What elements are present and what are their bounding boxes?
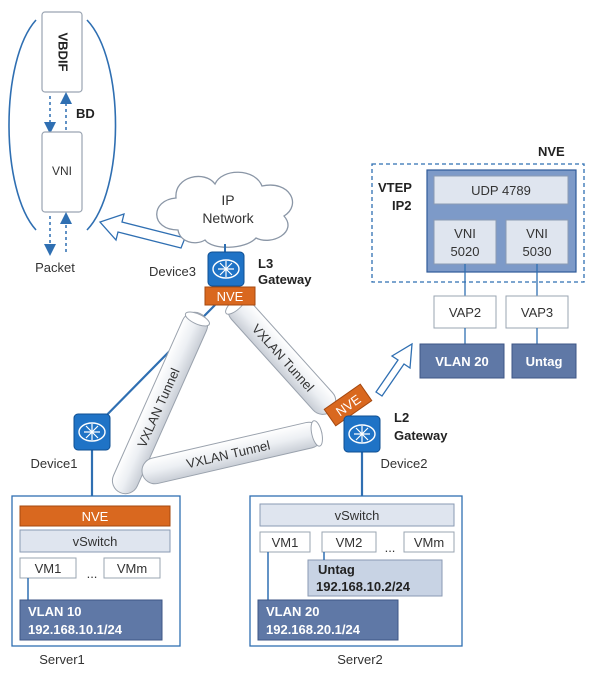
server1-vmm-box — [103, 557, 161, 579]
server1-dots: ... — [87, 566, 98, 581]
l2-gateway-line1: L2 — [394, 410, 409, 425]
server1: NVE vSwitch VM1 ... VMm VLAN 10 192.168.… — [11, 495, 181, 647]
vni-label: VNI — [52, 164, 72, 178]
nve-panel: NVE VTEP IP2 UDP 4789 VNI 5020 VNI 5030 … — [371, 144, 585, 379]
l3-gateway-line2: Gateway — [258, 272, 312, 287]
vap3-label: VAP3 — [521, 305, 553, 320]
server2-vmm-box — [403, 531, 455, 553]
server2-untag-box — [307, 559, 443, 597]
server2-vm2-label: VM2 — [336, 535, 363, 550]
udp-label: UDP 4789 — [471, 183, 531, 198]
vni-5030-box — [505, 219, 569, 265]
vlan20-panel-label: VLAN 20 — [435, 354, 488, 369]
legend-right-arc — [86, 19, 117, 231]
server1-ip-label: 192.168.10.1/24 — [28, 622, 123, 637]
vtep-line1: VTEP — [378, 180, 412, 195]
vap2-label: VAP2 — [449, 305, 481, 320]
server2-ip-label: 192.168.20.1/24 — [266, 622, 361, 637]
server2-dots: ... — [385, 540, 396, 555]
device2-router: NVE — [323, 383, 381, 453]
server1-vm1-box — [19, 557, 77, 579]
nve-panel-frame — [371, 163, 585, 283]
vni-5030-line2: 5030 — [523, 244, 552, 259]
vni-5020-box — [433, 219, 497, 265]
ip-network-line1: IP — [221, 192, 234, 208]
device1-label: Device1 — [31, 456, 78, 471]
l2-gateway-line2: Gateway — [394, 428, 448, 443]
nve-device3-label: NVE — [217, 289, 244, 304]
vtep-line2: IP2 — [392, 198, 412, 213]
server2-vm1-box — [259, 531, 311, 553]
server2-vlan-box — [257, 599, 399, 641]
udp-box — [433, 175, 569, 205]
server2-vlan-label: VLAN 20 — [266, 604, 319, 619]
server1-vlan-box — [19, 599, 163, 641]
server2-label: Server2 — [337, 652, 383, 667]
server1-vmm-label: VMm — [117, 561, 147, 576]
server2-untag-ip: 192.168.10.2/24 — [316, 579, 411, 594]
server2-vswitch-bar — [259, 503, 455, 527]
tunnel-right-label: VXLAN Tunnel — [249, 321, 317, 394]
nve-tag-device3 — [204, 286, 256, 306]
untag-panel-box — [511, 343, 577, 379]
packet-label: Packet — [35, 260, 75, 275]
device3-router: NVE — [204, 251, 256, 306]
server2-vswitch-label: vSwitch — [335, 508, 380, 523]
tunnel-bottom: VXLAN Tunnel — [141, 420, 323, 485]
device3-label: Device3 — [149, 264, 196, 279]
vni-5020-line2: 5020 — [451, 244, 480, 259]
vap3-box — [505, 295, 569, 329]
bd-label: BD — [76, 106, 95, 121]
server2-vm2-box — [321, 531, 377, 553]
server1-vswitch-label: vSwitch — [73, 534, 118, 549]
untag-panel-label: Untag — [526, 354, 563, 369]
server1-vm1-label: VM1 — [35, 561, 62, 576]
server1-vswitch-bar — [19, 529, 171, 553]
vni-5030-line1: VNI — [526, 226, 548, 241]
legend-left-arc — [8, 19, 37, 231]
server1-nve-bar — [19, 505, 171, 527]
server2-untag-label: Untag — [318, 562, 355, 577]
server1-nve-label: NVE — [82, 509, 109, 524]
device2-label: Device2 — [381, 456, 428, 471]
server2-vmm-label: VMm — [414, 535, 444, 550]
tunnel-right: VXLAN Tunnel — [225, 294, 337, 415]
l3-gateway-line1: L3 — [258, 256, 273, 271]
vbdif-label: VBDIF — [56, 33, 71, 72]
nve-panel-title: NVE — [538, 144, 565, 159]
hollow-arrow-left — [98, 213, 186, 249]
server2: vSwitch VM1 VM2 ... VMm Untag 192.168.10… — [249, 495, 463, 647]
server2-vm1-label: VM1 — [272, 535, 299, 550]
server1-label: Server1 — [39, 652, 85, 667]
encapsulation-legend: VBDIF BD VNI Packet — [8, 11, 117, 275]
ip-network-line2: Network — [202, 210, 254, 226]
vap2-box — [433, 295, 497, 329]
vlan20-panel-box — [419, 343, 505, 379]
device1-router — [73, 413, 111, 451]
hollow-arrow-right — [375, 342, 413, 397]
vni-5020-line1: VNI — [454, 226, 476, 241]
ip-network-cloud: IP Network — [156, 171, 294, 248]
nve-tag-device2: NVE — [323, 383, 373, 427]
server1-vlan-label: VLAN 10 — [28, 604, 81, 619]
